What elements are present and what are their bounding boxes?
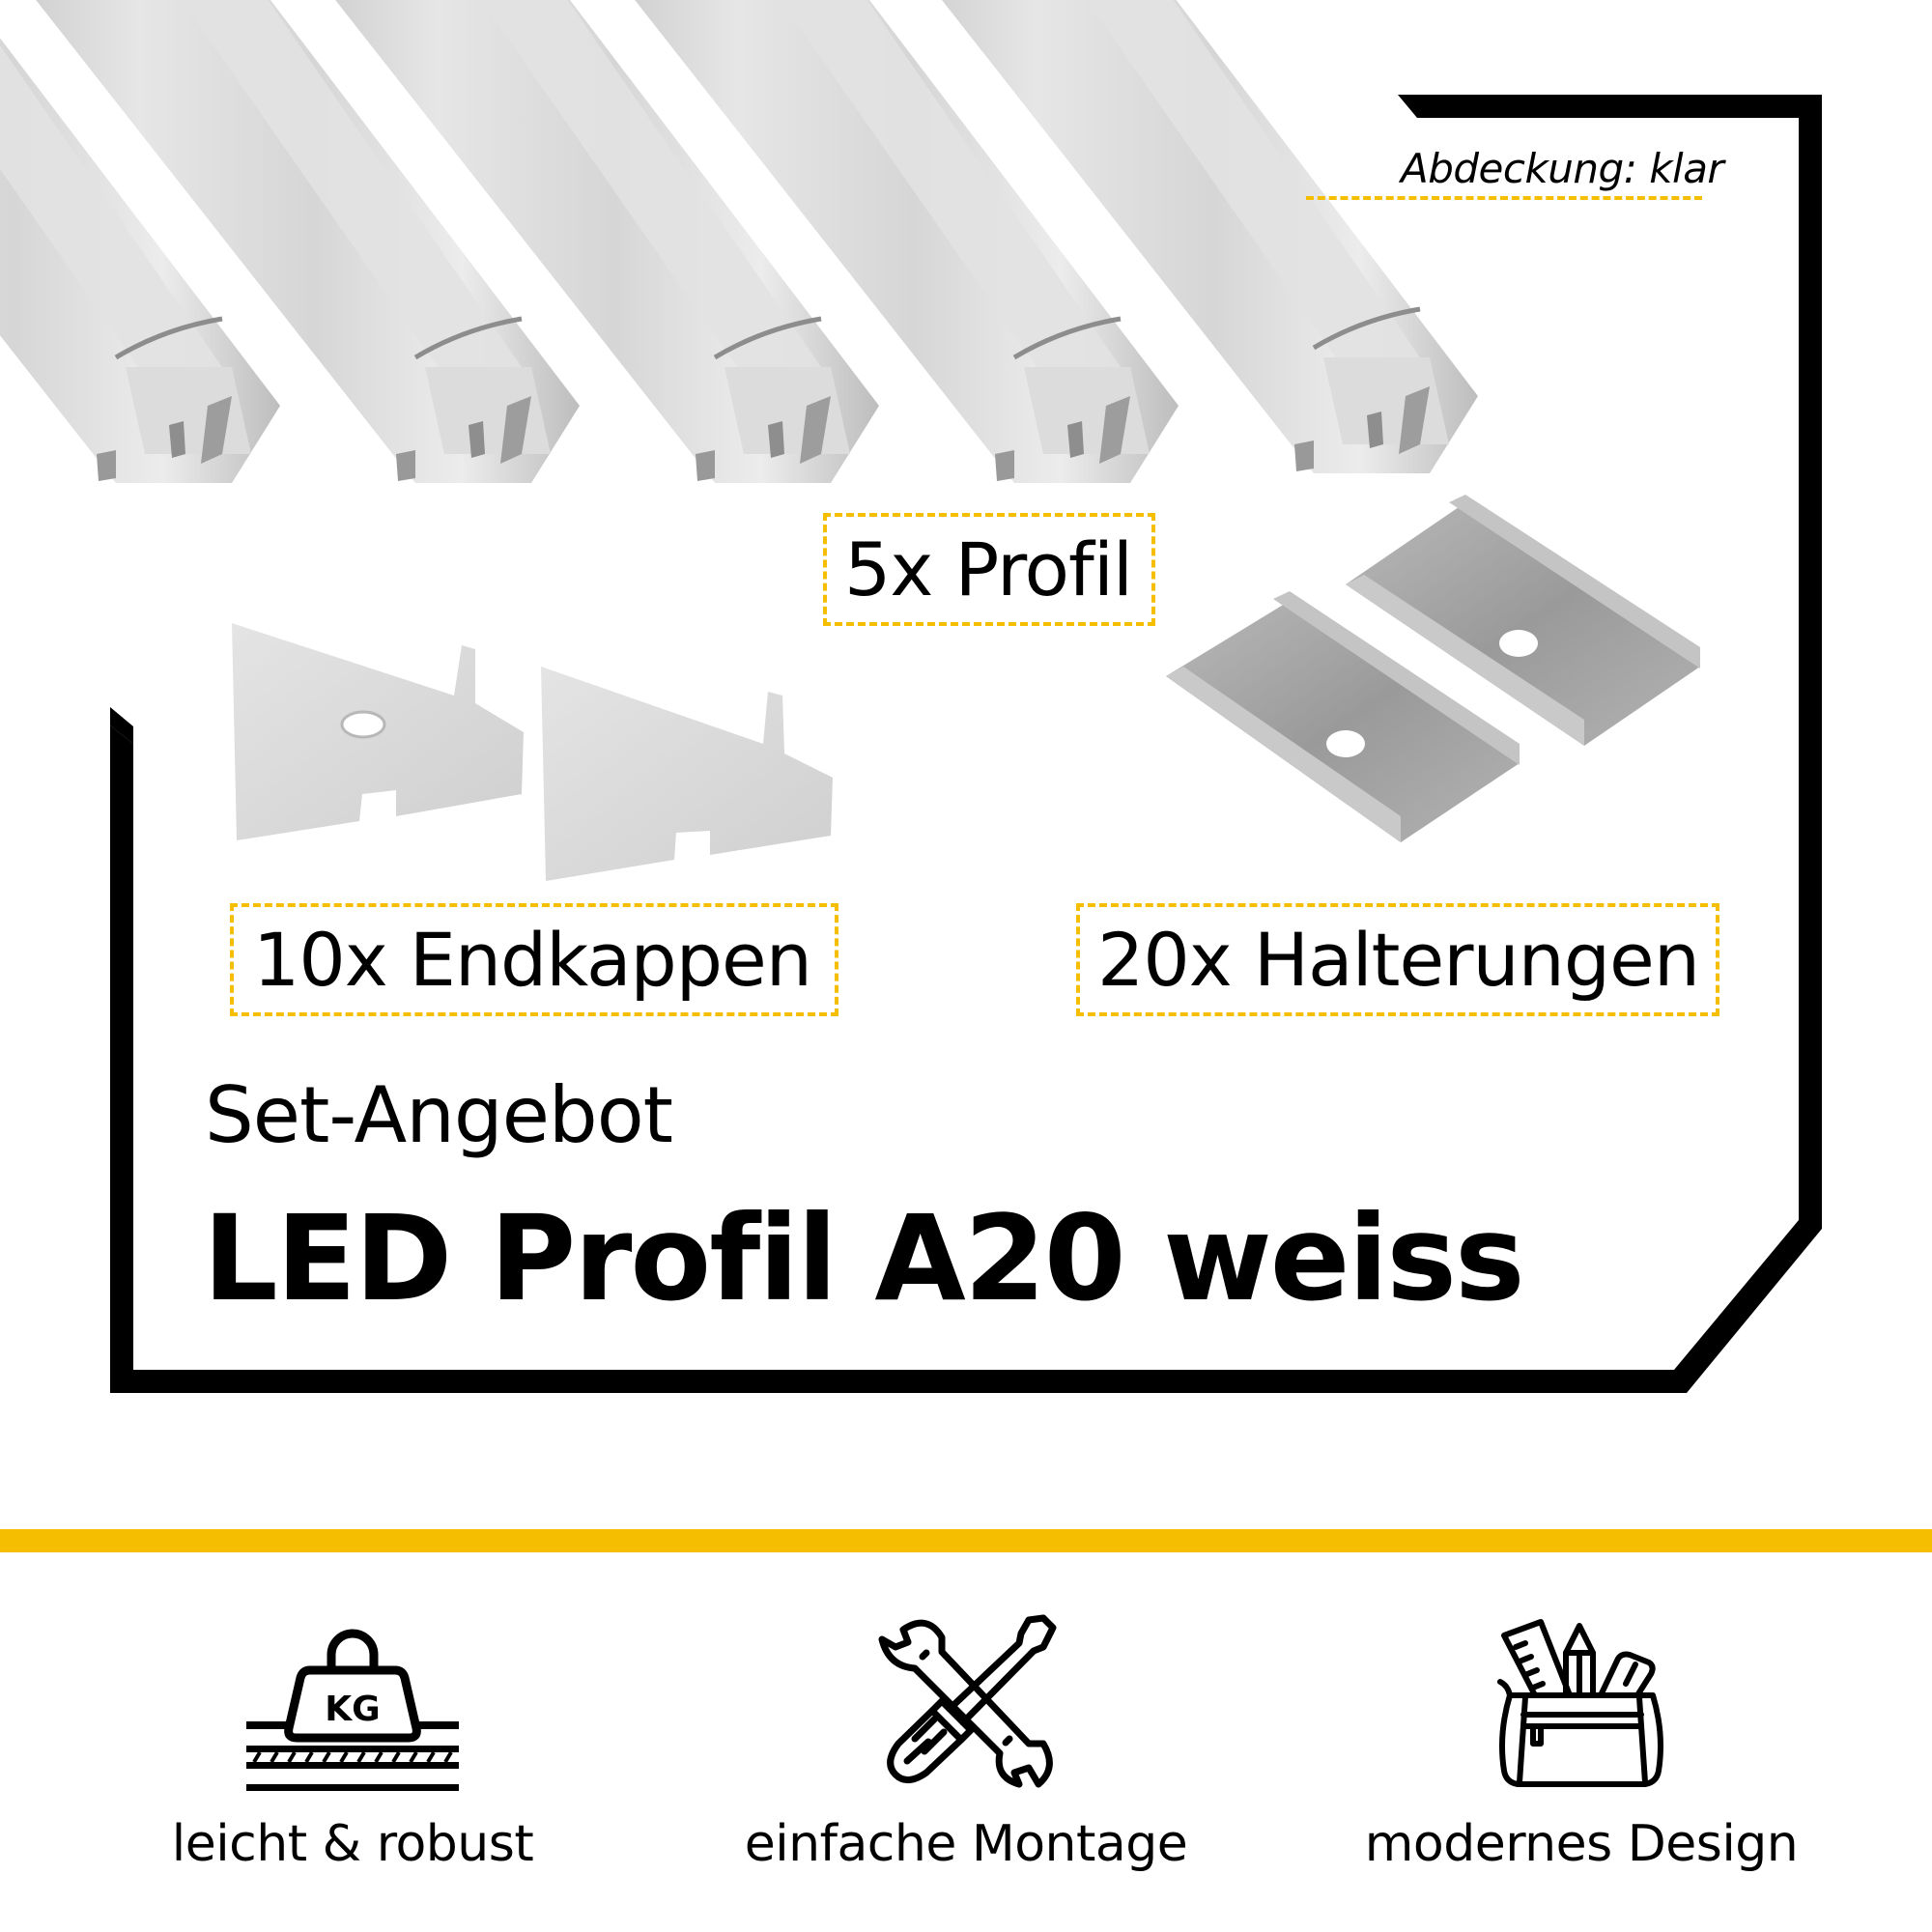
page-title: LED Profil A20 weiss	[203, 1190, 1525, 1327]
cover-label-underline	[1306, 196, 1702, 200]
end-caps-quantity-label: 10x Endkappen	[253, 917, 812, 1003]
feature-label: modernes Design	[1364, 1815, 1799, 1873]
svg-text:KG: KG	[325, 1690, 380, 1729]
led-profile-image	[0, 0, 1478, 483]
feature-easy-mounting: einfache Montage	[676, 1599, 1256, 1873]
kg-weight-icon: KG	[246, 1629, 459, 1791]
feature-label: einfache Montage	[744, 1815, 1188, 1873]
feature-lightweight: KG leicht & robust	[63, 1599, 642, 1873]
wrench-screwdriver-icon	[878, 1614, 1057, 1788]
accent-divider	[0, 1529, 1932, 1552]
cover-label: Abdeckung: klar	[1401, 145, 1724, 192]
feature-label: leicht & robust	[171, 1815, 534, 1873]
brackets-quantity-label: 20x Halterungen	[1097, 917, 1700, 1003]
end-cap-image	[232, 623, 833, 881]
mounting-bracket-image	[1166, 495, 1700, 842]
pencil-case-icon	[1497, 1619, 1663, 1787]
profile-quantity-box: 5x Profil	[823, 513, 1155, 626]
brackets-quantity-box: 20x Halterungen	[1076, 903, 1719, 1016]
subtitle: Set-Angebot	[205, 1070, 673, 1160]
feature-modern-design: modernes Design	[1292, 1599, 1871, 1873]
profile-quantity-label: 5x Profil	[844, 526, 1133, 612]
end-caps-quantity-box: 10x Endkappen	[230, 903, 838, 1016]
